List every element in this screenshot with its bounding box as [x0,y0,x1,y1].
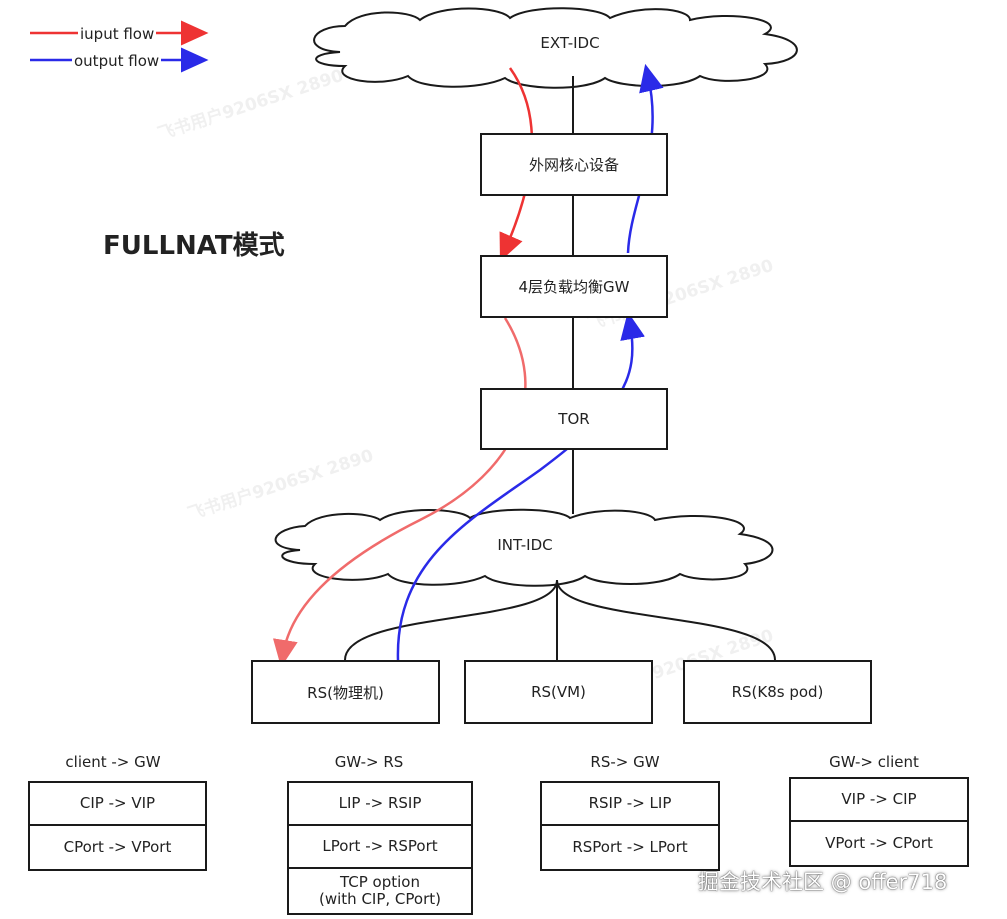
rs-physical-box: RS(物理机) [251,660,440,724]
ext-idc-cloud [313,7,798,89]
table-gw-client-title: GW-> client [829,753,919,771]
legend-input-label: iuput flow [78,25,157,43]
table-row: VPort -> CPort [825,833,933,852]
backbone-links [344,76,776,661]
table-rs-gw-title: RS-> GW [590,753,660,771]
watermark: 飞书用户9206SX 2890 [185,445,376,525]
table-row: CPort -> VPort [63,837,172,856]
output-flow-lower [396,311,645,661]
rs-k8s-box: RS(K8s pod) [683,660,872,724]
table-row: TCP option (with CIP, CPort) [319,872,441,908]
table-row: RSPort -> LPort [572,837,688,856]
table-client-gw: CIP -> VIP CPort -> VPort [28,781,207,871]
int-idc-cloud [274,508,774,587]
table-row: CIP -> VIP [30,783,205,826]
table-client-gw-title: client -> GW [65,753,161,771]
table-row: LIP -> RSIP [289,783,471,826]
input-flow-lower [272,317,527,668]
footer-credit: 掘金技术社区 @ offer718 [698,870,948,894]
core-device-box: 外网核心设备 [480,133,668,196]
int-idc-label: INT-IDC [497,536,553,554]
watermark: 飞书用户9206SX 2890 [155,65,346,145]
l4-gw-box: 4层负载均衡GW [480,255,668,318]
table-gw-client: VIP -> CIP VPort -> CPort [789,777,969,867]
table-row: RSIP -> LIP [542,783,718,826]
ext-idc-label: EXT-IDC [540,34,600,52]
table-row: VIP -> CIP [791,779,967,822]
mode-title: FULLNAT模式 [103,231,285,261]
legend-output-label: output flow [72,52,162,70]
table-rs-gw: RSIP -> LIP RSPort -> LPort [540,781,720,871]
table-gw-rs-title: GW-> RS [334,753,404,771]
watermarks: 飞书用户9206SX 2890 飞书用户9206SX 2890 飞书用户9206… [155,65,776,705]
rs-vm-box: RS(VM) [464,660,653,724]
table-gw-rs: LIP -> RSIP LPort -> RSPort TCP option (… [287,781,473,915]
table-row: LPort -> RSPort [289,826,471,869]
tor-box: TOR [480,388,668,450]
